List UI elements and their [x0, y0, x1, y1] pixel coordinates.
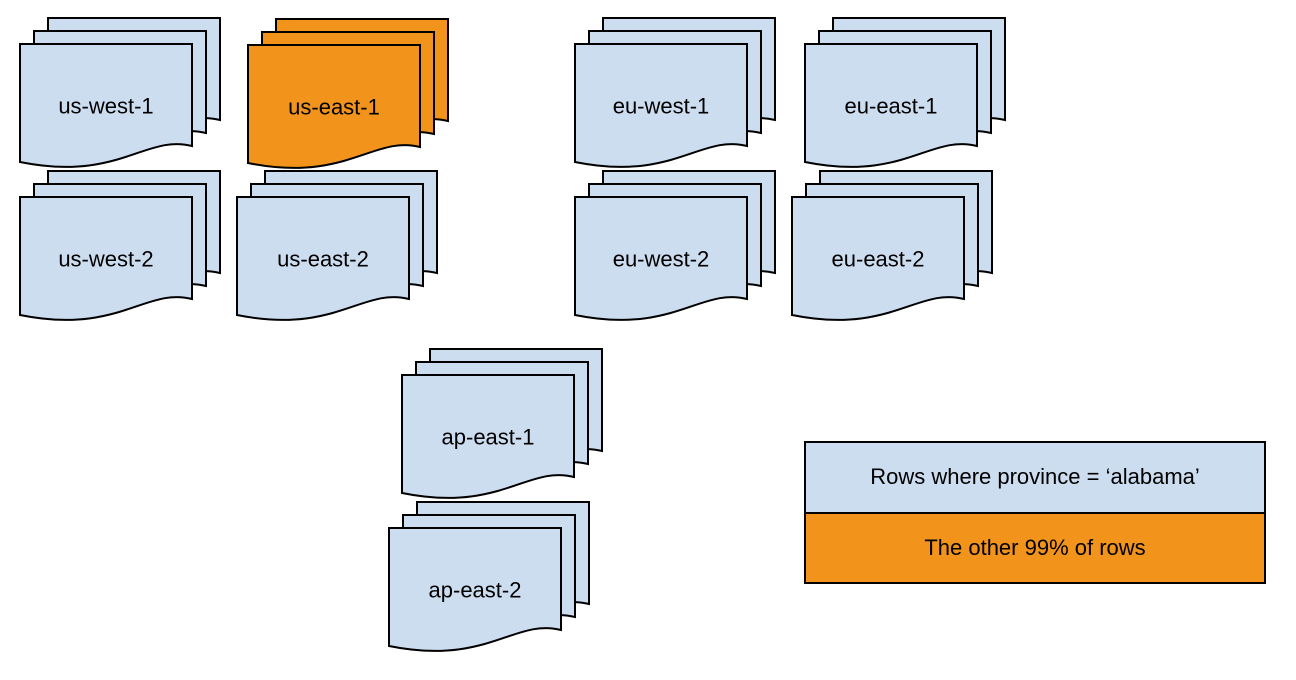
region-stack-us-west-2: us-west-2: [19, 170, 221, 321]
region-stack-us-west-1: us-west-1: [19, 17, 221, 168]
document-shape: [574, 43, 748, 168]
region-label: ap-east-2: [429, 578, 522, 603]
document-shape: [574, 196, 748, 321]
document-shape: [19, 196, 193, 321]
region-label: eu-west-1: [613, 94, 710, 119]
document-shape: [401, 374, 575, 499]
region-stack-us-east-1: us-east-1: [247, 18, 449, 169]
region-stack-eu-east-1: eu-east-1: [804, 17, 1006, 168]
legend-item-other-rows: The other 99% of rows: [806, 511, 1264, 582]
region-label: ap-east-1: [442, 425, 535, 450]
region-label: eu-west-2: [613, 247, 710, 272]
region-label: us-west-1: [58, 94, 153, 119]
document-shape: [791, 196, 965, 321]
document-shape: [247, 44, 421, 169]
region-stack-eu-west-1: eu-west-1: [574, 17, 776, 168]
legend-label-alabama-rows: Rows where province = ‘alabama’: [870, 464, 1200, 490]
region-label: us-west-2: [58, 247, 153, 272]
legend-item-alabama-rows: Rows where province = ‘alabama’: [806, 443, 1264, 512]
legend-label-other-rows: The other 99% of rows: [924, 534, 1146, 560]
region-stack-us-east-2: us-east-2: [236, 170, 438, 321]
region-stack-ap-east-2: ap-east-2: [388, 501, 590, 652]
legend: Rows where province = ‘alabama’ The othe…: [804, 441, 1266, 584]
region-stack-eu-east-2: eu-east-2: [791, 170, 993, 321]
region-stack-eu-west-2: eu-west-2: [574, 170, 776, 321]
region-label: eu-east-2: [832, 247, 925, 272]
document-shape: [19, 43, 193, 168]
document-shape: [804, 43, 978, 168]
region-label: eu-east-1: [845, 94, 938, 119]
region-label: us-east-2: [277, 247, 369, 272]
document-shape: [388, 527, 562, 652]
region-stack-ap-east-1: ap-east-1: [401, 348, 603, 499]
region-label: us-east-1: [288, 95, 380, 120]
document-shape: [236, 196, 410, 321]
